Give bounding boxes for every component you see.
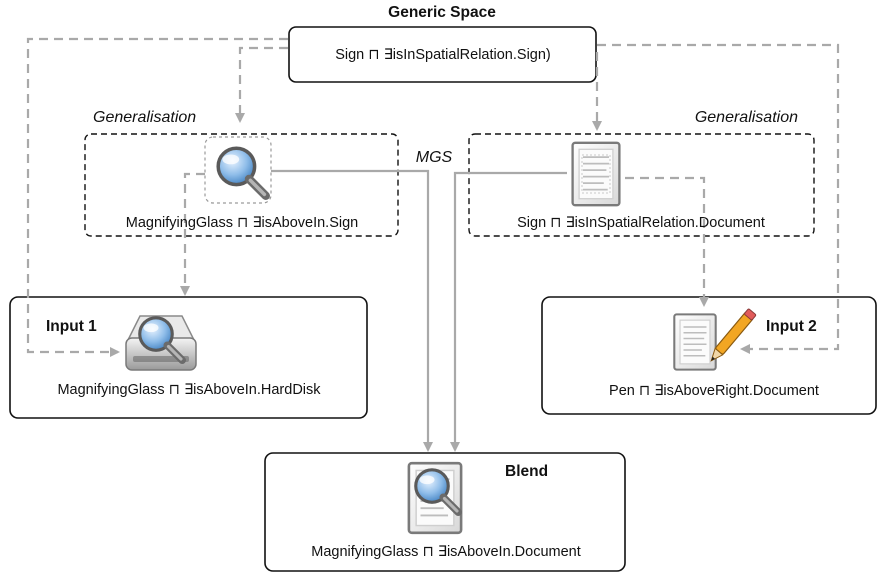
generic-space-concept: Sign ⊓ ∃isInSpatialRelation.Sign)	[335, 47, 551, 63]
mgs-label: MGS	[416, 149, 453, 166]
input1-concept: MagnifyingGlass ⊓ ∃isAboveIn.HardDisk	[57, 382, 321, 398]
mgs-right-to-blend-arrow	[450, 171, 567, 452]
blend-title: Blend	[505, 463, 548, 480]
generalisation-right-concept: Sign ⊓ ∃isInSpatialRelation.Document	[517, 215, 765, 231]
input1-title: Input 1	[46, 318, 97, 335]
document-magnifier-icon	[407, 461, 463, 535]
input2-title: Input 2	[766, 318, 817, 335]
magnifying-glass-icon	[204, 136, 272, 204]
document-pen-icon	[673, 308, 757, 371]
generalisation-left-concept: MagnifyingGlass ⊓ ∃isAboveIn.Sign	[126, 215, 358, 231]
document-icon	[571, 141, 621, 207]
right-generalisation-to-input2-arrow	[625, 176, 709, 307]
blend-concept: MagnifyingGlass ⊓ ∃isAboveIn.Document	[311, 544, 581, 560]
generic-to-input1-arrow	[26, 37, 288, 357]
left-generalisation-to-input1-arrow	[180, 172, 205, 296]
generalisation-right-label: Generalisation	[695, 109, 798, 126]
generalisation-left-label: Generalisation	[93, 109, 196, 126]
hard-disk-magnifier-icon	[125, 316, 197, 371]
generic-space-title: Generic Space	[388, 4, 496, 21]
generic-to-input2-arrow	[597, 43, 840, 354]
input2-concept: Pen ⊓ ∃isAboveRight.Document	[609, 383, 819, 399]
generic-to-left-generalisation-arrow	[235, 46, 288, 123]
generalisation-right-box	[468, 133, 815, 237]
mgs-left-to-blend-arrow	[270, 169, 433, 452]
